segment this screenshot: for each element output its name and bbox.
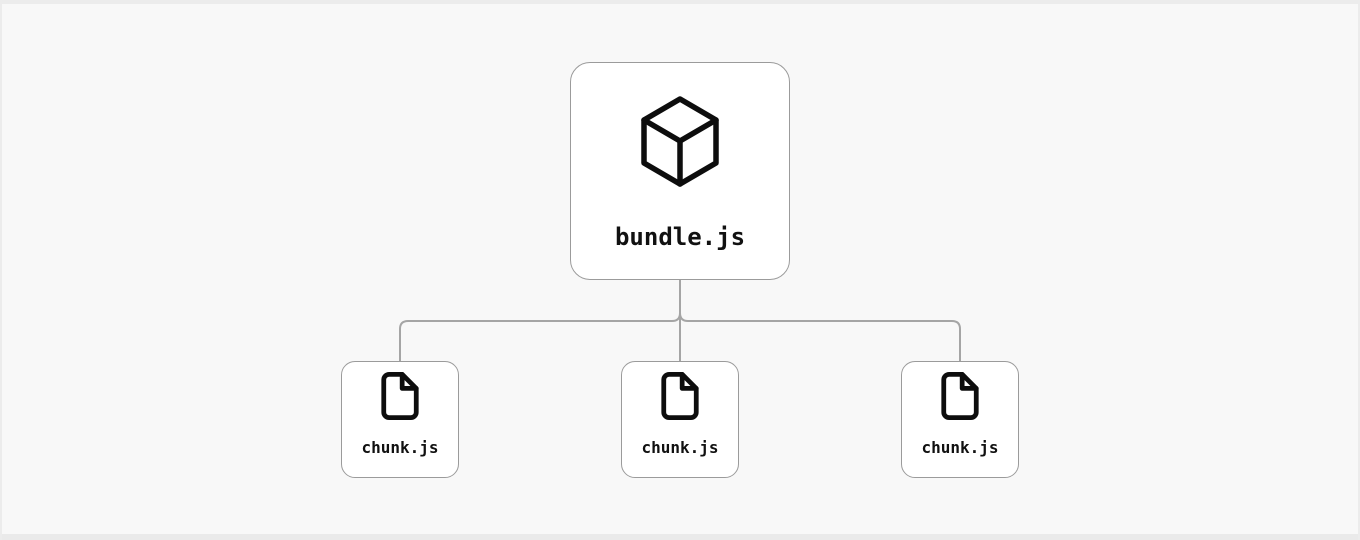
frame-edge-left xyxy=(0,0,2,540)
connector-root-to-left-chunk xyxy=(399,280,681,361)
node-chunk-1-label: chunk.js xyxy=(361,438,439,457)
frame-edge-top xyxy=(0,0,1360,4)
node-chunk-2: chunk.js xyxy=(621,361,739,478)
node-chunk-2-label: chunk.js xyxy=(641,438,719,457)
frame-edge-bottom xyxy=(0,534,1360,540)
cube-icon xyxy=(638,93,722,189)
file-icon xyxy=(654,370,706,422)
node-chunk-1: chunk.js xyxy=(341,361,459,478)
file-icon xyxy=(934,370,986,422)
frame-edge-right xyxy=(1358,0,1360,540)
file-icon xyxy=(374,370,426,422)
node-chunk-3-label: chunk.js xyxy=(921,438,999,457)
node-bundle: bundle.js xyxy=(570,62,790,280)
node-chunk-3: chunk.js xyxy=(901,361,1019,478)
connector-root-to-right-chunk xyxy=(679,280,961,361)
node-bundle-label: bundle.js xyxy=(614,223,746,251)
